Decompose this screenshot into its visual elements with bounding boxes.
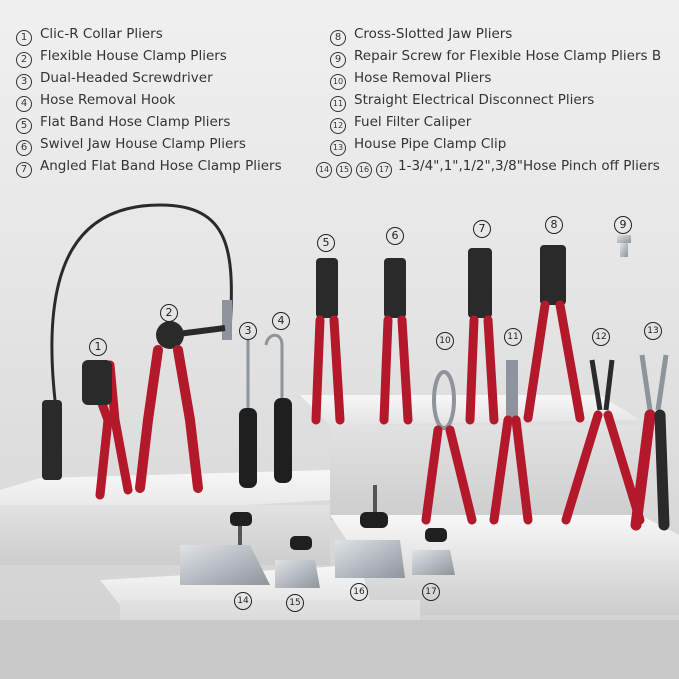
pinch-off-clamp-17 (412, 528, 455, 575)
flat-band-hose-clamp-pliers (311, 258, 345, 425)
house-pipe-clamp-clip (630, 354, 670, 531)
pinch-off-clamp-15 (275, 536, 320, 588)
angled-flat-band-pliers (465, 248, 499, 425)
tag-2: 2 (160, 304, 178, 322)
tag-1: 1 (89, 338, 107, 356)
tag-10: 10 (436, 332, 454, 350)
straight-electrical-disconnect-pliers (489, 360, 533, 525)
cross-slotted-jaw-pliers (523, 245, 585, 423)
hose-pinch-off-pliers-set (180, 485, 455, 588)
tag-17: 17 (422, 583, 440, 601)
tag-12: 12 (592, 328, 610, 346)
tag-5: 5 (317, 234, 335, 252)
repair-screw (617, 235, 631, 257)
flexible-cable-tool (42, 203, 233, 480)
swivel-jaw-house-clamp-pliers (379, 258, 413, 425)
clic-r-collar-pliers (82, 360, 133, 500)
pinch-off-clamp-14 (180, 512, 270, 585)
flexible-house-clamp-pliers (135, 321, 226, 493)
tag-13: 13 (644, 322, 662, 340)
tag-11: 11 (504, 328, 522, 346)
tag-8: 8 (545, 216, 563, 234)
tag-7: 7 (473, 220, 491, 238)
tag-6: 6 (386, 227, 404, 245)
tag-9: 9 (614, 216, 632, 234)
dual-headed-screwdriver (239, 340, 257, 488)
tag-16: 16 (350, 583, 368, 601)
tag-15: 15 (286, 594, 304, 612)
tag-3: 3 (239, 322, 257, 340)
hose-removal-pliers (421, 370, 477, 525)
display-podium (0, 395, 679, 679)
tag-14: 14 (234, 592, 252, 610)
pinch-off-clamp-16 (335, 485, 405, 578)
hose-removal-hook (264, 333, 292, 483)
tag-4: 4 (272, 312, 290, 330)
